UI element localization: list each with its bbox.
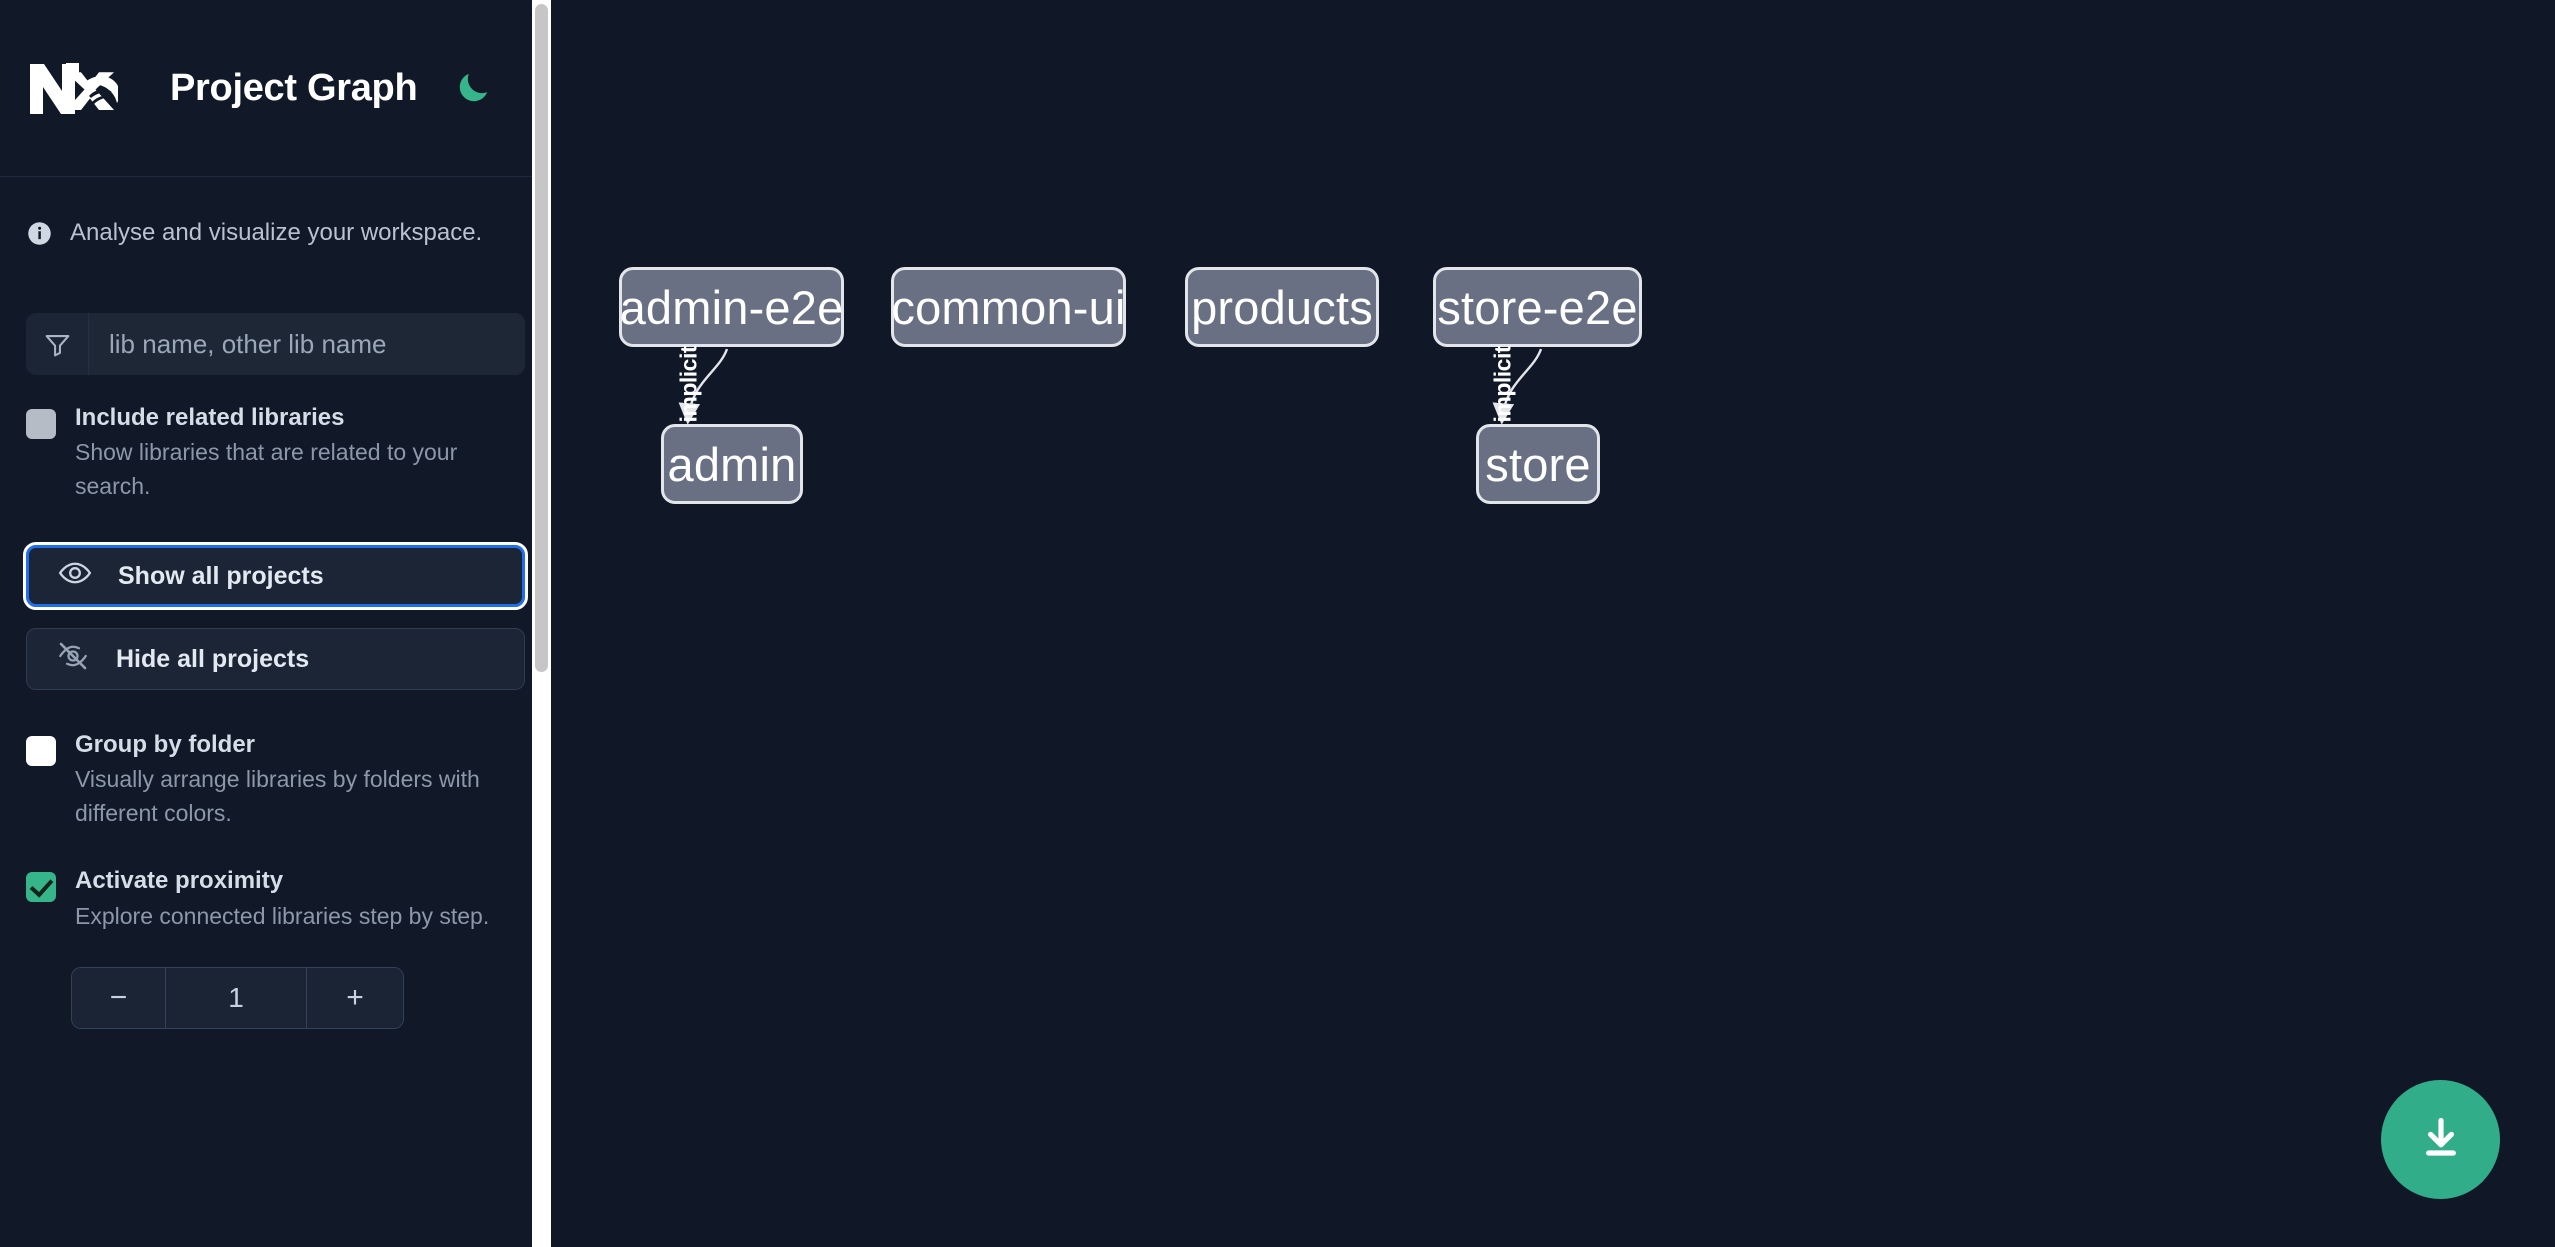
filter-box — [26, 313, 525, 375]
eye-icon — [58, 556, 92, 597]
edge-label-implicit: implicit — [1489, 345, 1516, 423]
proximity-value: 1 — [166, 967, 307, 1028]
nx-logo — [26, 52, 120, 124]
sidebar-header: Project Graph — [0, 0, 551, 177]
graph-node-store-e2e[interactable]: store-e2e — [1433, 267, 1642, 347]
tagline-text: Analyse and visualize your workspace. — [70, 219, 483, 246]
checkbox-include-related-libraries[interactable] — [26, 409, 56, 439]
info-icon — [26, 220, 53, 247]
hide-all-projects-button[interactable]: Hide all projects — [26, 628, 525, 691]
tagline: Analyse and visualize your workspace. — [26, 177, 525, 289]
graph-node-products[interactable]: products — [1185, 267, 1379, 347]
proximity-stepper: − 1 + — [71, 966, 404, 1029]
option-activate-proximity: Activate proximity Explore connected lib… — [26, 867, 525, 933]
show-all-projects-label: Show all projects — [118, 561, 324, 590]
proximity-increment-button[interactable]: + — [307, 967, 403, 1028]
checkbox-group-by-folder[interactable] — [26, 736, 56, 767]
option-label: Activate proximity — [75, 867, 284, 895]
sidebar-scrollbar-thumb[interactable] — [535, 4, 548, 672]
edge-label-implicit: implicit — [675, 345, 702, 423]
option-group-by-folder: Group by folder Visually arrange librari… — [26, 731, 525, 830]
sidebar-scrollbar[interactable] — [532, 0, 551, 1247]
option-label: Group by folder — [75, 731, 255, 759]
moon-icon[interactable] — [451, 66, 495, 110]
visibility-buttons: Show all projects Hide all projects — [23, 542, 528, 691]
option-description: Visually arrange libraries by folders wi… — [75, 766, 480, 826]
page-title: Project Graph — [170, 66, 418, 109]
option-label: Include related libraries — [75, 404, 345, 431]
eye-off-icon — [56, 639, 90, 680]
sidebar-body: Analyse and visualize your workspace. In… — [0, 177, 551, 1029]
checkbox-activate-proximity[interactable] — [26, 872, 56, 903]
hide-all-projects-label: Hide all projects — [116, 644, 310, 673]
option-description: Show libraries that are related to your … — [75, 439, 458, 499]
download-icon — [2425, 1117, 2456, 1156]
graph-node-common-ui[interactable]: common-ui — [891, 267, 1126, 347]
graph-node-store[interactable]: store — [1476, 424, 1600, 504]
search-input[interactable] — [89, 313, 525, 375]
option-description: Explore connected libraries step by step… — [75, 902, 490, 929]
graph-node-admin-e2e[interactable]: admin-e2e — [619, 267, 844, 347]
show-all-projects-button[interactable]: Show all projects — [23, 542, 528, 611]
sidebar: Project Graph Analyse and visualize your… — [0, 0, 551, 1247]
proximity-decrement-button[interactable]: − — [72, 967, 166, 1028]
option-include-related-libraries: Include related libraries Show libraries… — [26, 404, 525, 503]
filter-icon — [26, 313, 89, 375]
graph-edges — [678, 348, 1543, 425]
graph-canvas[interactable]: admin-e2e admin common-ui products store… — [551, 0, 2555, 1247]
graph-node-admin[interactable]: admin — [661, 424, 803, 504]
download-button[interactable] — [2381, 1080, 2500, 1199]
